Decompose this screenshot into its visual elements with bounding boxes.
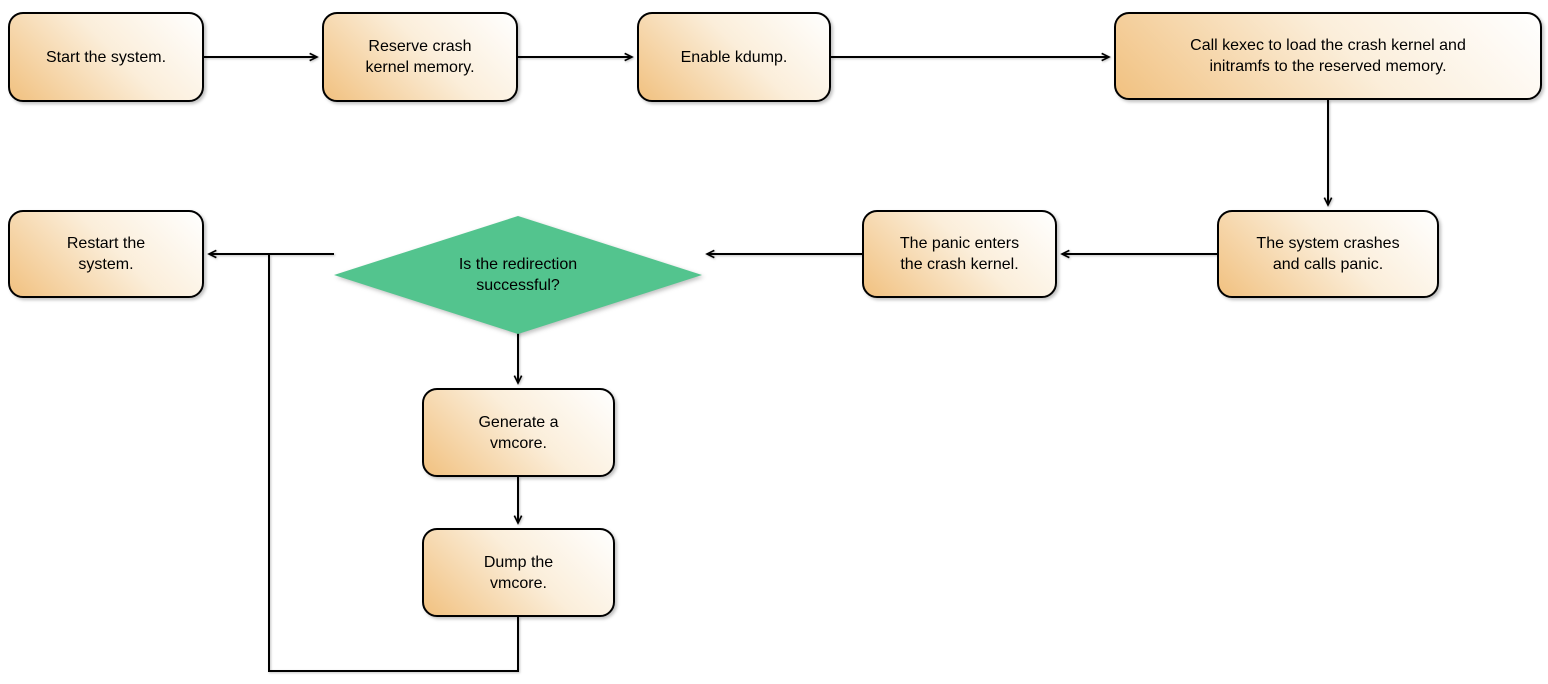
node-label: Call kexec to load the crash kernel and … xyxy=(1190,37,1466,75)
edge-dump-loop-back xyxy=(268,255,519,672)
node-reserve-crash-kernel-memory: Reserve crash kernel memory. xyxy=(322,12,518,102)
node-system-crashes-calls-panic: The system crashes and calls panic. xyxy=(1217,210,1439,298)
node-label: Generate a vmcore. xyxy=(478,413,559,452)
node-label: The system crashes and calls panic. xyxy=(1256,235,1400,273)
node-label: Reserve crash kernel memory. xyxy=(365,38,475,76)
node-label: Start the system. xyxy=(45,48,167,66)
node-enable-kdump: Enable kdump. xyxy=(637,12,831,102)
node-start-the-system: Start the system. xyxy=(8,12,204,102)
node-dump-the-vmcore: Dump the vmcore. xyxy=(422,528,615,617)
node-label: Enable kdump. xyxy=(680,48,788,66)
node-generate-a-vmcore: Generate a vmcore. xyxy=(422,388,615,477)
node-call-kexec-load-crash-kernel: Call kexec to load the crash kernel and … xyxy=(1114,12,1542,100)
node-label: Dump the vmcore. xyxy=(483,553,554,592)
node-label: Restart the system. xyxy=(66,235,146,273)
node-panic-enters-crash-kernel: The panic enters the crash kernel. xyxy=(862,210,1057,298)
node-restart-the-system: Restart the system. xyxy=(8,210,204,298)
node-decision-redirection-successful: Is the redirection successful? xyxy=(334,195,702,334)
node-label: The panic enters the crash kernel. xyxy=(899,235,1020,273)
node-label: Is the redirection successful? xyxy=(458,256,578,294)
